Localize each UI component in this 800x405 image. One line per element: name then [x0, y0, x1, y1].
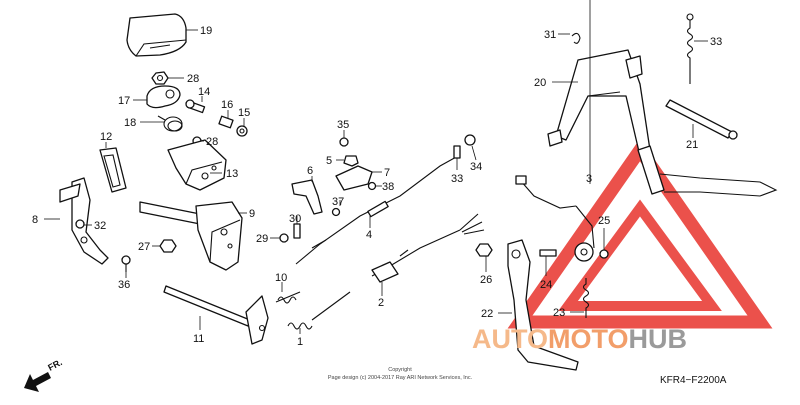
- copyright-line1: Copyright: [388, 367, 412, 373]
- callout-25: 25: [598, 215, 610, 227]
- callout-31: 31: [544, 29, 556, 41]
- part-spring-18: [157, 115, 183, 132]
- watermark-auto: AUTO: [472, 324, 548, 354]
- watermark-text: AUTOMOTOHUB: [472, 324, 687, 354]
- callout-4: 4: [366, 229, 372, 241]
- part-bolt-30: [293, 223, 301, 239]
- front-direction-indicator: FR.: [24, 357, 64, 392]
- watermark-moto: MOTO: [548, 324, 629, 354]
- part-bolt-32: [75, 219, 85, 229]
- callout-14: 14: [198, 86, 210, 98]
- callout-13: 13: [226, 168, 238, 180]
- callout-18: 18: [124, 117, 136, 129]
- part-spring-33: [686, 13, 694, 84]
- part-nut-27: [159, 239, 177, 253]
- part-washer-16: [218, 115, 234, 129]
- watermark-wordmark: AUTOMOTOHUB: [472, 324, 687, 354]
- callout-27: 27: [138, 241, 150, 253]
- copyright-block: Copyright Page design (c) 2004-2017 Ray …: [328, 367, 473, 381]
- callout-38-left: 37: [332, 196, 344, 208]
- callout-34: 33: [451, 173, 463, 185]
- copyright-line2: Page design (c) 2004-2017 Ray ARI Networ…: [328, 375, 473, 381]
- front-label: FR.: [46, 357, 63, 373]
- callout-37: 36: [118, 279, 130, 291]
- callout-24: 24: [540, 279, 552, 291]
- callout-8: 8: [32, 214, 38, 226]
- callout-17: 17: [118, 95, 130, 107]
- callout-26: 26: [480, 274, 492, 286]
- callout-2: 2: [378, 297, 384, 309]
- callout-7: 7: [384, 167, 390, 179]
- callout-16: 16: [221, 99, 233, 111]
- part-bolt-36: [339, 137, 349, 147]
- part-bolt-38a: [367, 181, 377, 191]
- part-cable-2: [371, 213, 485, 283]
- watermark-logo: [507, 138, 773, 329]
- part-washer-29: [279, 233, 289, 243]
- part-bracket-6: [291, 179, 323, 215]
- part-shaft-21: [665, 99, 738, 140]
- callout-28-mid: 28: [206, 136, 218, 148]
- part-bolt-37: [121, 255, 131, 272]
- callout-5: 5: [326, 155, 332, 167]
- part-pedal-arm-8: [59, 177, 109, 265]
- part-shaft-9: [139, 201, 243, 271]
- part-side-stand-22: [507, 239, 579, 371]
- part-spring-1: [287, 291, 351, 330]
- part-spring-23: [582, 278, 590, 318]
- part-nut-26: [475, 243, 493, 257]
- callout-12: 12: [100, 131, 112, 143]
- leader-lines: [44, 0, 708, 334]
- callout-19: 19: [200, 25, 212, 37]
- callout-33: 33: [710, 36, 722, 48]
- part-bolt-15: [236, 125, 248, 137]
- callout-38-right: 38: [382, 181, 394, 193]
- part-35: [464, 134, 476, 146]
- part-plate-17: [146, 85, 181, 109]
- callout-21: 21: [686, 139, 698, 151]
- part-main-stand-20: [547, 49, 778, 197]
- part-bolt-24: [539, 249, 557, 257]
- callout-11: 11: [193, 333, 204, 345]
- part-rubber-12: [99, 147, 127, 193]
- watermark-hub: HUB: [629, 324, 688, 354]
- diagram-code: KFR4−F2200A: [660, 375, 727, 386]
- callout-9: 9: [249, 208, 255, 220]
- callout-labels: 19 28 17 18 14 16 15 28 13 12 8 32 9 27 …: [32, 25, 722, 348]
- part-cable-4: [295, 155, 459, 265]
- part-clamp-7: [335, 165, 373, 191]
- part-nut-28: [151, 71, 169, 85]
- part-34: [453, 145, 461, 159]
- part-spring-10: [275, 291, 301, 304]
- callout-36: 35: [337, 119, 349, 131]
- callout-6: 6: [307, 165, 313, 177]
- callout-1: 1: [297, 336, 303, 348]
- watermark-triangle-outer: [507, 138, 773, 329]
- part-bracket-13: [167, 139, 227, 191]
- part-bolt-14: [185, 99, 206, 114]
- callout-35: 34: [470, 161, 482, 173]
- callout-28-top: 28: [187, 73, 199, 85]
- callout-30: 30: [289, 213, 301, 225]
- part-nut-5: [343, 155, 359, 167]
- callout-32: 32: [94, 220, 106, 232]
- part-bolt-38b: [331, 207, 341, 217]
- callout-3: 3: [586, 173, 592, 185]
- callout-15: 15: [238, 107, 250, 119]
- front-arrow-icon: [24, 372, 51, 392]
- part-shaft-11: [163, 285, 269, 345]
- part-clip-31: [571, 32, 581, 44]
- part-bolt-25: [599, 249, 609, 259]
- callout-20: 20: [534, 77, 546, 89]
- callout-10: 10: [275, 272, 287, 284]
- callout-23: 23: [553, 307, 565, 319]
- part-cover-19: [126, 13, 187, 57]
- part-switch-3: [515, 175, 595, 262]
- callout-22: 22: [481, 308, 493, 320]
- callout-29: 29: [256, 233, 268, 245]
